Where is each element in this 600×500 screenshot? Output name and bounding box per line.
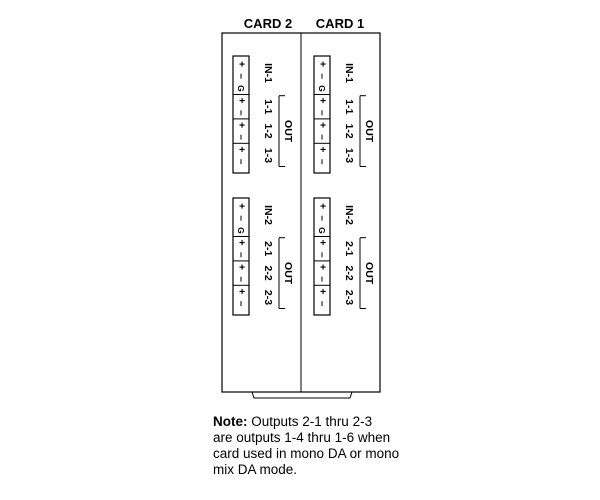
- terminal-pin-label: –: [317, 159, 328, 165]
- terminal-pin-label: +: [317, 203, 328, 209]
- output-group-label: OUT: [363, 262, 375, 285]
- output-label: 2-3: [343, 290, 355, 305]
- output-label: 2-3: [262, 290, 274, 305]
- terminal-pin-label: +: [236, 264, 247, 270]
- terminal-pin-label: G: [236, 85, 246, 92]
- terminal-pin-label: –: [236, 252, 247, 258]
- input-label: IN-2: [262, 205, 274, 225]
- note-line-1: Note: Outputs 2-1 thru 2-3: [213, 414, 473, 430]
- terminal-pin-label: G: [317, 227, 327, 234]
- terminal-pin-label: +: [317, 288, 328, 294]
- terminal-pin-label: +: [236, 288, 247, 294]
- card-2-header: CARD 2: [244, 16, 292, 31]
- note-line-1-text: Outputs 2-1 thru 2-3: [251, 414, 373, 429]
- output-label: 2-2: [262, 266, 274, 281]
- output-label: 1-2: [262, 124, 274, 139]
- terminal-pin-label: +: [317, 264, 328, 270]
- output-label: 1-1: [262, 99, 274, 114]
- card-1-group-1: + – G + – + – + – IN-1 1-1 1-2 1-3 OUT: [313, 55, 375, 174]
- terminal-pin-label: +: [317, 146, 328, 152]
- terminal-pin-label: –: [317, 252, 328, 258]
- output-label: 1-3: [343, 148, 355, 163]
- output-label: 1-3: [262, 148, 274, 163]
- card-2-group-1: + – G + – + – + – IN-1 1-1 1-2 1-3 OUT: [232, 55, 294, 174]
- terminal-pin-label: –: [236, 301, 247, 307]
- terminal-pin-label: +: [236, 98, 247, 104]
- cards-layer: +–G+–+–+–IN-11-11-21-3OUT+–G+–+–+–IN-22-…: [232, 55, 375, 316]
- terminal-pin-label: –: [317, 134, 328, 140]
- output-label: 2-1: [262, 241, 274, 256]
- terminal-pin-label: +: [236, 203, 247, 209]
- terminal-pin-label: +: [236, 61, 247, 67]
- card-1-header: CARD 1: [316, 16, 364, 31]
- note-line-4: mix DA mode.: [213, 462, 298, 477]
- note-label: Note:: [213, 414, 248, 429]
- output-label: 1-1: [343, 99, 355, 114]
- card-2: +–G+–+–+–IN-11-11-21-3OUT+–G+–+–+–IN-22-…: [232, 55, 294, 316]
- output-group-label: OUT: [282, 120, 294, 143]
- card-pull-tab: [251, 391, 353, 399]
- note-line-3: card used in mono DA or mono: [213, 446, 400, 461]
- terminal-pin-label: –: [317, 276, 328, 282]
- terminal-pin-label: –: [317, 110, 328, 116]
- terminal-pin-label: +: [236, 122, 247, 128]
- terminal-pin-label: +: [236, 240, 247, 246]
- output-label: 2-2: [343, 266, 355, 281]
- output-label: 1-2: [343, 124, 355, 139]
- terminal-pin-label: +: [236, 146, 247, 152]
- terminal-pin-label: –: [236, 276, 247, 282]
- terminal-pin-label: +: [317, 122, 328, 128]
- terminal-pin-label: G: [317, 85, 327, 92]
- terminal-pin-label: –: [317, 301, 328, 307]
- input-label: IN-2: [343, 205, 355, 225]
- note-line-2: are outputs 1-4 thru 1-6 when: [213, 430, 391, 445]
- terminal-pin-label: –: [236, 215, 247, 221]
- terminal-pin-label: –: [236, 73, 247, 79]
- card-1: +–G+–+–+–IN-11-11-21-3OUT+–G+–+–+–IN-22-…: [313, 55, 375, 316]
- terminal-pin-label: –: [236, 110, 247, 116]
- terminal-pin-label: G: [236, 227, 246, 234]
- terminal-pin-label: +: [317, 240, 328, 246]
- terminal-pin-label: +: [317, 98, 328, 104]
- terminal-pin-label: –: [317, 73, 328, 79]
- terminal-pin-label: –: [236, 134, 247, 140]
- output-group-label: OUT: [282, 262, 294, 285]
- terminal-pin-label: +: [317, 61, 328, 67]
- input-label: IN-1: [262, 63, 274, 83]
- terminal-pin-label: –: [236, 159, 247, 165]
- input-label: IN-1: [343, 63, 355, 83]
- card-1-group-2: + – G + – + – + – IN-2 2-1 2-2 2-3 OUT: [313, 197, 375, 316]
- card-2-group-2: + – G + – + – + – IN-2 2-1 2-2 2-3 OUT: [232, 197, 294, 316]
- note-block: Note: Outputs 2-1 thru 2-3 are outputs 1…: [213, 414, 473, 478]
- terminal-pin-label: –: [317, 215, 328, 221]
- output-group-label: OUT: [363, 120, 375, 143]
- output-label: 2-1: [343, 241, 355, 256]
